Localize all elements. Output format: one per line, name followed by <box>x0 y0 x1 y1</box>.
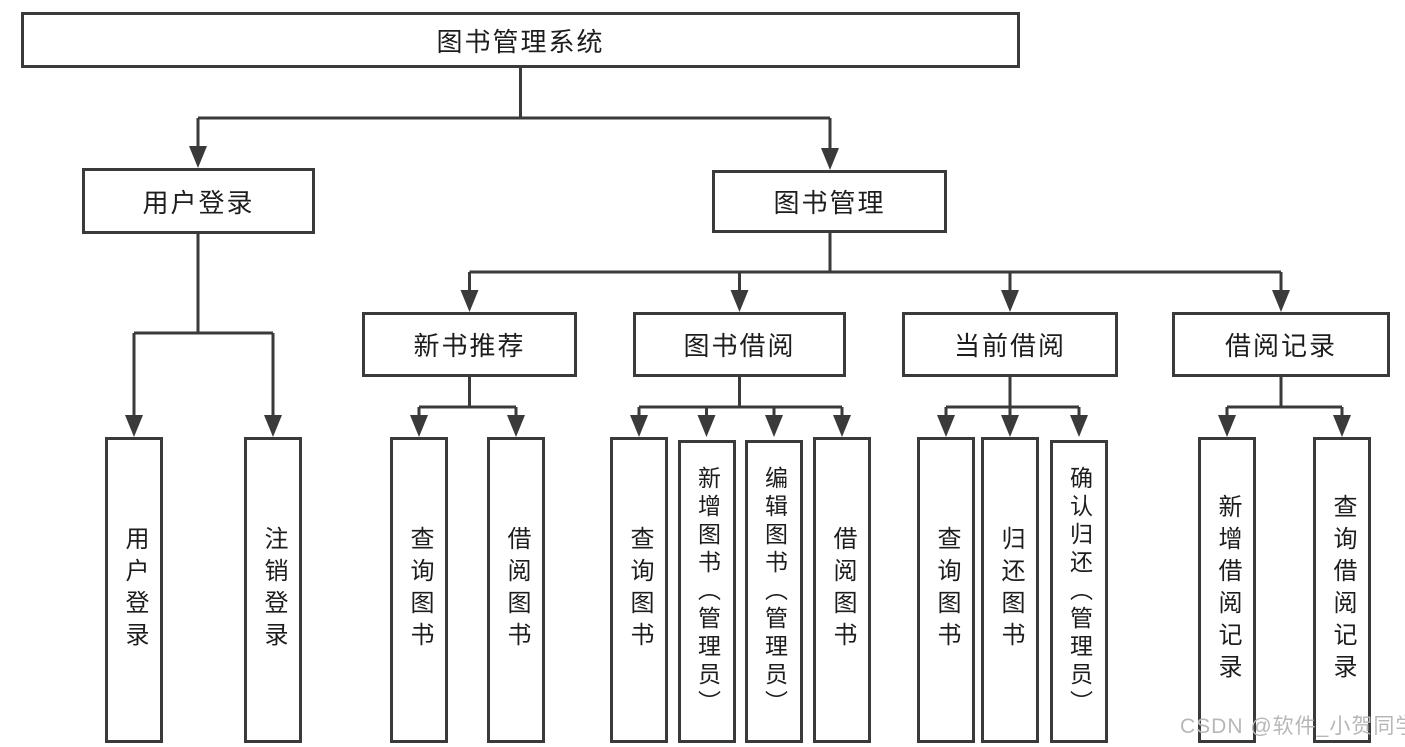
leaf-current-return-books: 归还图书 <box>981 437 1039 743</box>
leaf-borrow-add-books-admin: 新增图书（管理员） <box>678 440 736 743</box>
watermark: CSDN @软件_小贺同学 <box>1180 715 1405 738</box>
leaf-user-login: 用户登录 <box>105 437 163 743</box>
leaf-borrow-edit-books-admin: 编辑图书（管理员） <box>745 440 803 743</box>
leaf-newbook-borrow-books: 借阅图书 <box>487 437 545 743</box>
leaf-current-query-books: 查询图书 <box>917 437 975 743</box>
node-book-management: 图书管理 <box>712 170 947 233</box>
node-new-book-recommend: 新书推荐 <box>362 312 577 377</box>
node-book-borrow: 图书借阅 <box>633 312 846 377</box>
node-current-borrow: 当前借阅 <box>902 312 1118 377</box>
leaf-newbook-query-books: 查询图书 <box>390 437 448 743</box>
leaf-borrow-borrow-books: 借阅图书 <box>813 437 871 743</box>
leaf-borrow-query-books: 查询图书 <box>610 437 668 743</box>
leaf-current-confirm-return-admin: 确认归还（管理员） <box>1050 440 1108 743</box>
node-user-login: 用户登录 <box>82 168 315 234</box>
node-borrow-records: 借阅记录 <box>1172 312 1390 377</box>
node-library-system: 图书管理系统 <box>21 12 1020 68</box>
leaf-records-add-record: 新增借阅记录 <box>1198 437 1256 743</box>
leaf-logout: 注销登录 <box>244 437 302 743</box>
leaf-records-query-record: 查询借阅记录 <box>1313 437 1371 743</box>
